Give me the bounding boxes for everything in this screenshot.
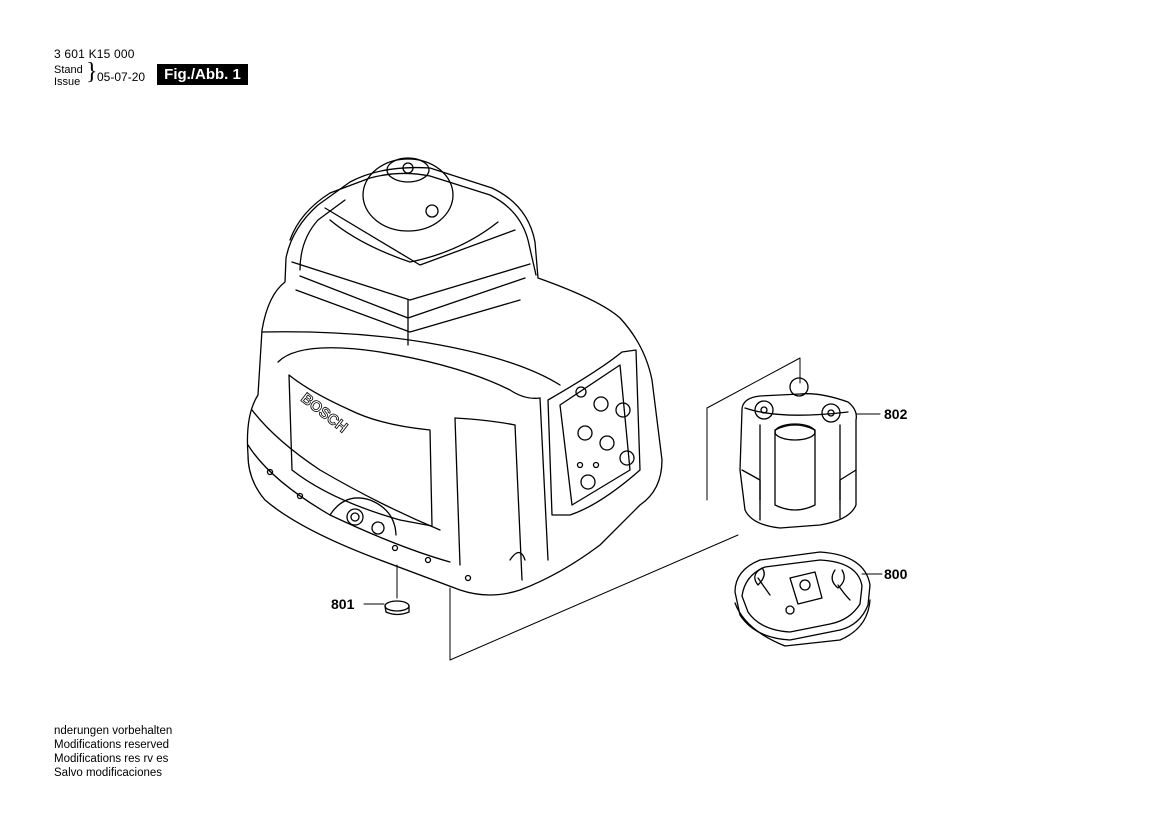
cap-part <box>384 600 410 616</box>
notice-line: Modifications res rv es <box>54 753 169 765</box>
issue-label: Issue <box>54 76 81 88</box>
notice-line: nderungen vorbehalten <box>54 725 173 737</box>
leader-lines <box>363 357 883 661</box>
issue-date: 05-07-20 <box>97 70 146 84</box>
part-label-800: 800 <box>884 566 908 582</box>
battery-cover <box>734 551 871 647</box>
battery-holder <box>739 377 857 529</box>
modifications-notice: nderungen vorbehalten Modifications rese… <box>54 724 172 780</box>
notice-line: Salvo modificaciones <box>54 767 163 779</box>
brace-icon: } <box>86 59 98 85</box>
part-number: 3 601 K15 000 <box>54 47 135 61</box>
laser-housing <box>246 157 663 596</box>
figure-label: Fig./Abb. 1 <box>157 64 248 85</box>
part-label-801: 801 <box>331 596 355 612</box>
stand-label: Stand <box>54 64 83 76</box>
stand-issue-labels: Stand Issue <box>54 64 83 88</box>
part-label-802: 802 <box>884 406 908 422</box>
notice-line: Modifications reserved <box>54 739 170 751</box>
